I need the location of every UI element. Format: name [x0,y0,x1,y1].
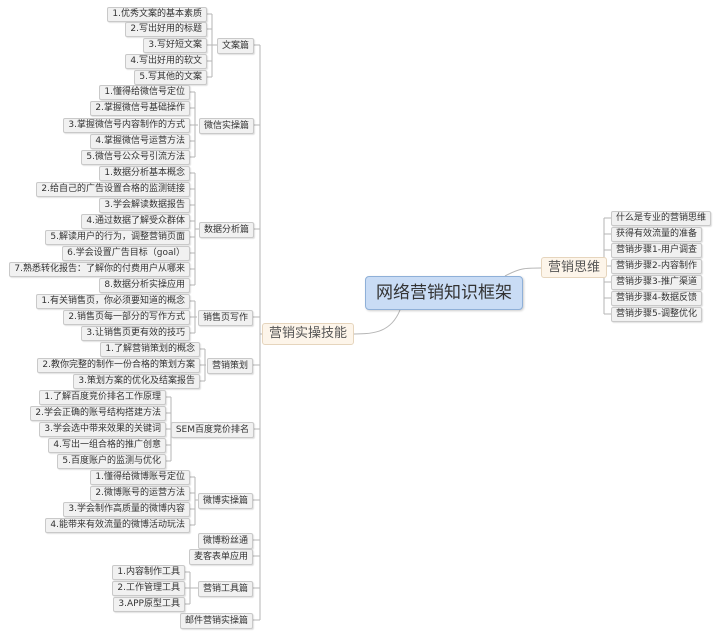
category-node[interactable]: SEM百度竞价排名 [170,422,254,438]
leaf-node[interactable]: 2.微博账号的运营方法 [90,486,190,501]
leaf-node[interactable]: 5.百度账户的监测与优化 [57,454,166,469]
leaf-node[interactable]: 2.掌握微信号基础操作 [90,101,190,116]
category-node[interactable]: 数据分析篇 [198,222,254,238]
category-node[interactable]: 销售页写作 [197,310,253,326]
leaf-node[interactable]: 4.写出一组合格的推广创意 [48,438,166,453]
root-to-left-branch [345,309,401,335]
leaf-node[interactable]: 1.内容制作工具 [112,565,185,580]
leaf-node[interactable]: 4.掌握微信号运营方法 [90,134,190,149]
category-node[interactable]: 文案篇 [216,38,254,54]
leaf-node[interactable]: 2.写出好用的标题 [125,22,207,37]
leaf-node[interactable]: 5.写其他的文案 [134,70,207,85]
leaf-node[interactable]: 2.学会正确的账号结构搭建方法 [30,406,166,421]
category-node[interactable]: 邮件营销实操篇 [179,613,253,629]
leaf-node[interactable]: 1.有关销售页，你必须要知道的概念 [36,294,190,309]
leaf-node[interactable]: 4.写出好用的软文 [125,54,207,69]
leaf-node[interactable]: 4.通过数据了解受众群体 [81,214,190,229]
branch-marketing-skills[interactable]: 营销实操技能 [262,323,355,345]
leaf-node[interactable]: 1.了解百度竞价排名工作原理 [39,390,166,405]
root-topic[interactable]: 网络营销知识框架 [365,276,523,310]
leaf-node[interactable]: 2.教你完整的制作一份合格的策划方案 [37,358,200,373]
category-node[interactable]: 微博实操篇 [197,493,253,509]
leaf-node[interactable]: 1.了解营销策划的概念 [100,342,200,357]
leaf-node[interactable]: 3.写好短文案 [143,38,207,53]
leaf-node[interactable]: 3.APP原型工具 [113,597,185,612]
leaf-node[interactable]: 1.优秀文案的基本素质 [107,7,207,22]
category-node[interactable]: 营销工具篇 [197,581,253,597]
leaf-node[interactable]: 4.能带来有效流量的微博活动玩法 [45,518,190,533]
leaf-node[interactable]: 获得有效流量的准备 [611,227,703,242]
leaf-node[interactable]: 2.销售页每一部分的写作方式 [63,310,190,325]
leaf-node[interactable]: 2.给自己的广告设置合格的监测链接 [36,182,190,197]
branch-marketing-thinking[interactable]: 营销思维 [541,257,608,278]
leaf-node[interactable]: 营销步骤2-内容制作 [611,259,702,274]
leaf-node[interactable]: 5.解读用户的行为，调整营销页面 [45,230,190,245]
leaf-node[interactable]: 3.学会制作高质量的微博内容 [63,502,190,517]
leaf-node[interactable]: 营销步骤1-用户调查 [611,243,702,258]
leaf-node[interactable]: 2.工作管理工具 [112,581,185,596]
leaf-node[interactable]: 1.懂得给微博账号定位 [90,470,190,485]
leaf-node[interactable]: 营销步骤3-推广渠道 [611,275,702,290]
category-node[interactable]: 微博粉丝通 [197,533,253,549]
leaf-node[interactable]: 7.熟悉转化报告：了解你的付费用户从哪来 [9,262,190,277]
leaf-node[interactable]: 什么是专业的营销思维 [611,211,712,226]
leaf-node[interactable]: 3.掌握微信号内容制作的方式 [63,118,190,133]
leaf-node[interactable]: 1.懂得给微信号定位 [99,85,190,100]
leaf-node[interactable]: 3.策划方案的优化及结案报告 [73,374,200,389]
leaf-node[interactable]: 营销步骤5-调整优化 [611,307,702,322]
category-node[interactable]: 微信实操篇 [198,118,254,134]
root-to-right-branch [504,267,542,277]
leaf-node[interactable]: 3.让销售页更有效的技巧 [81,326,190,341]
leaf-node[interactable]: 3.学会选中带来效果的关键词 [39,422,166,437]
leaf-node[interactable]: 1.数据分析基本概念 [99,166,190,181]
leaf-node[interactable]: 5.微信号公众号引流方法 [81,150,190,165]
leaf-node[interactable]: 3.学会解读数据报告 [99,198,190,213]
category-node[interactable]: 营销策划 [206,358,253,374]
category-node[interactable]: 麦客表单应用 [188,549,253,565]
leaf-node[interactable]: 8.数据分析实操应用 [99,278,190,293]
leaf-node[interactable]: 6.学会设置广告目标（goal） [62,246,190,261]
leaf-node[interactable]: 营销步骤4-数据反馈 [611,291,702,306]
